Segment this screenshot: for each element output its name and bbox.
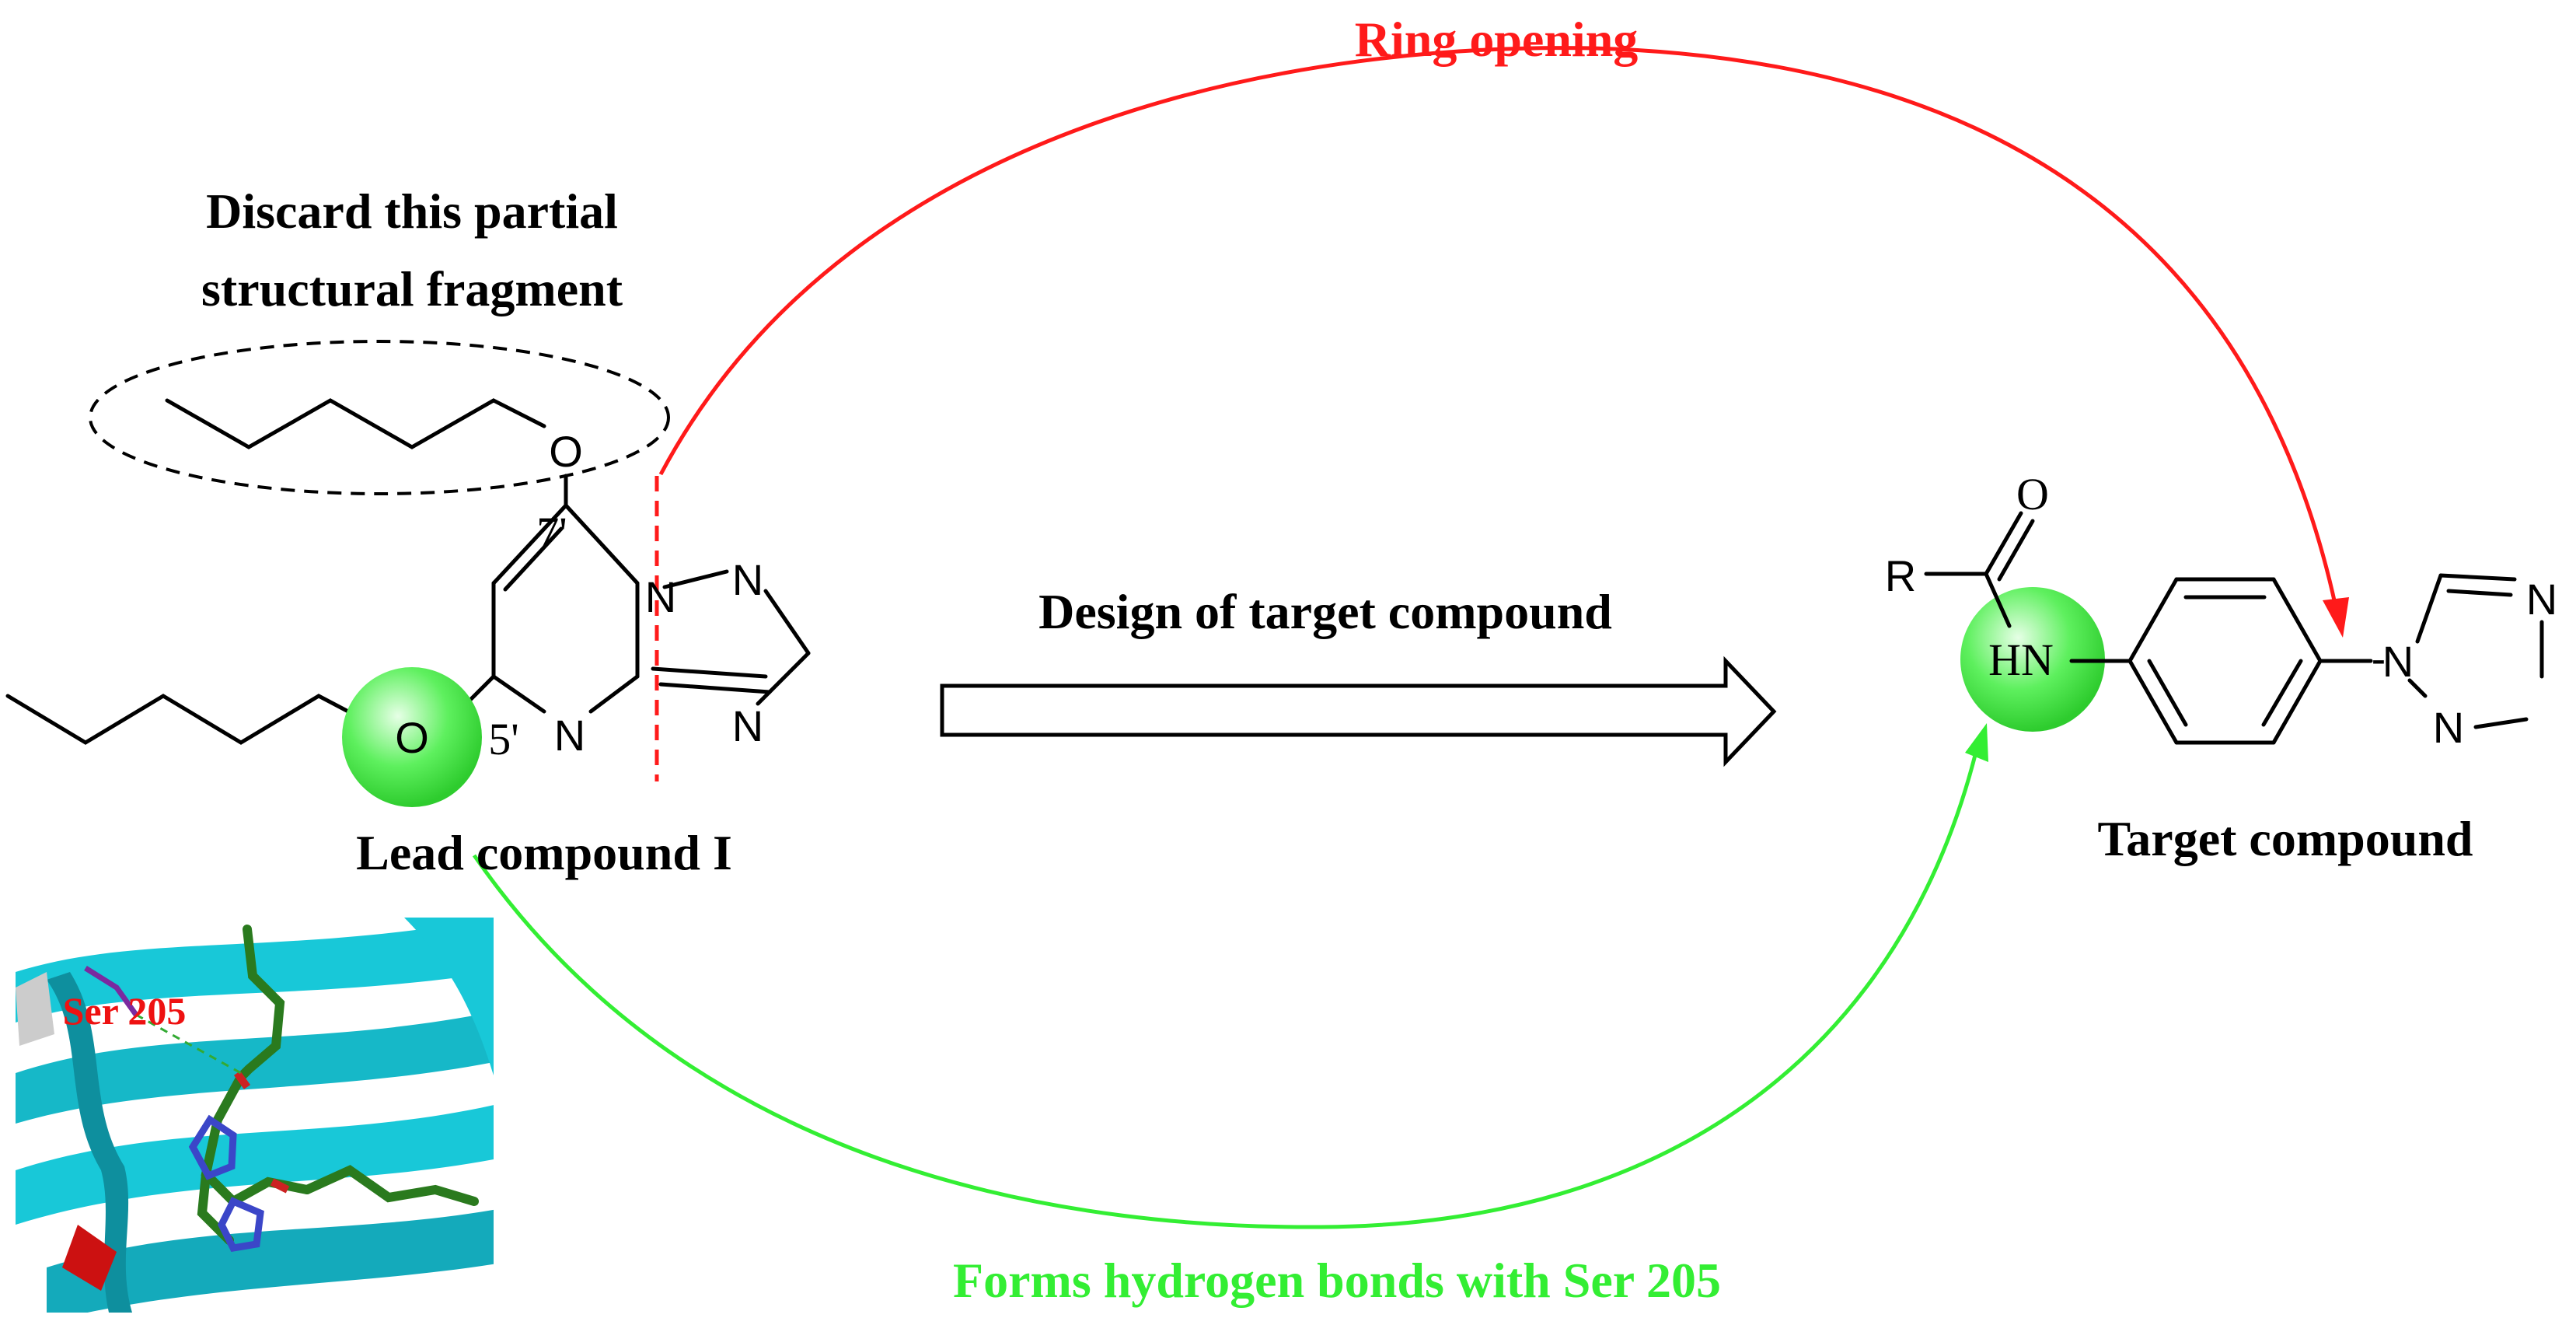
lead-atom-n2: N [732, 555, 763, 604]
discard-ellipse [89, 340, 670, 495]
docking-inset: Ser 205 [16, 902, 494, 1313]
target-atom-n2: N [2526, 575, 2557, 624]
design-arrow [940, 656, 1777, 767]
lead-atom-o-left: O [395, 713, 429, 762]
target-atom-r: R [1885, 551, 1916, 600]
lead-oxygen-highlight [342, 667, 482, 807]
target-nh-highlight [1960, 587, 2105, 732]
target-compound-label: Target compound [2097, 811, 2473, 866]
ser205-label: Ser 205 [63, 989, 187, 1033]
lead-atom-o-top: O [549, 427, 583, 476]
design-label: Design of target compound [1038, 584, 1612, 639]
discard-label-line2: structural fragment [201, 261, 623, 316]
target-dash: - [2372, 634, 2386, 683]
lead-compound-label: Lead compound I [356, 825, 732, 880]
target-compound-structure [1924, 511, 2544, 745]
ring-opening-arrow [658, 46, 2342, 627]
hbond-arrowhead [1965, 723, 1988, 762]
ring-opening-label: Ring opening [1355, 12, 1639, 67]
target-atom-hn: HN [1988, 635, 2054, 685]
hbond-arrow [472, 742, 1981, 1229]
lead-position-5: 5' [488, 714, 518, 764]
ring-opening-arrowhead [2323, 597, 2349, 638]
lead-position-7: 7' [536, 508, 567, 558]
target-atom-n3: N [2433, 703, 2464, 752]
lead-atom-n3: N [732, 701, 763, 750]
lead-atom-n4: N [554, 711, 585, 760]
target-atom-n1: N [2382, 637, 2414, 686]
lead-atom-n1: N [645, 572, 676, 621]
target-atom-o: O [2016, 469, 2049, 519]
discard-label-line1: Discard this partial [206, 184, 618, 239]
hbond-label: Forms hydrogen bonds with Ser 205 [953, 1253, 1721, 1308]
